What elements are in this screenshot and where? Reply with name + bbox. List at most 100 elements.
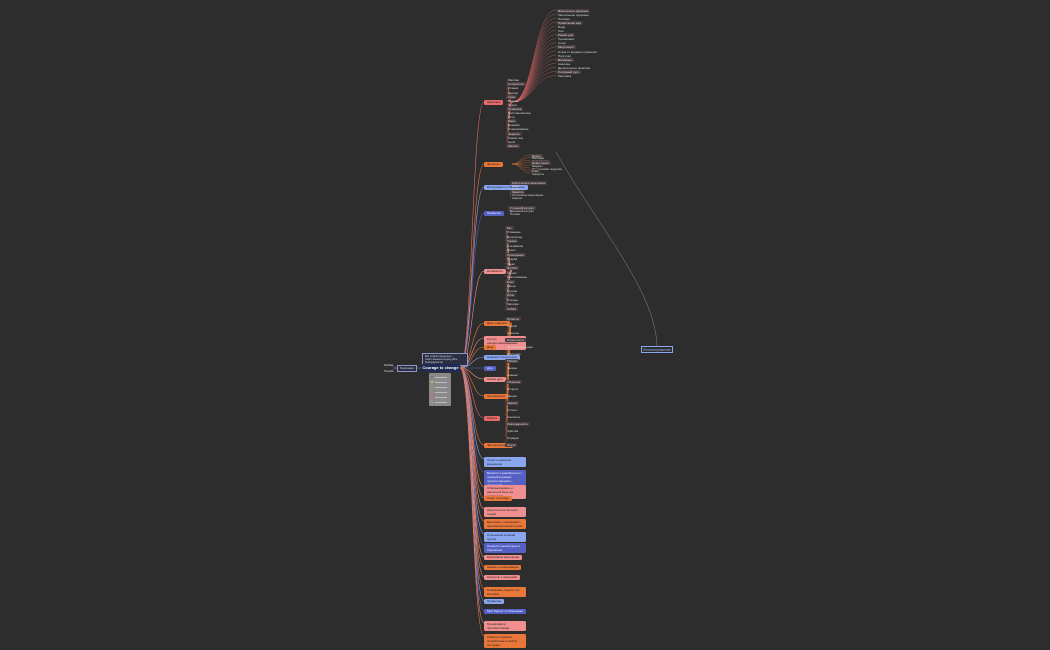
health-leaf[interactable]: Холодный душ: [556, 70, 581, 74]
branch-29[interactable]: Тренировка и противостояние: [484, 620, 526, 631]
health-leaf[interactable]: Дыхательные практики: [558, 65, 591, 70]
activity-leaf[interactable]: Туризм: [507, 288, 517, 293]
branch-5[interactable]: Активность: [484, 268, 506, 274]
mind-leaf[interactable]: Курсы: [512, 186, 521, 191]
health-leaf[interactable]: Массаж: [508, 78, 519, 83]
branch-25[interactable]: Контроль с эмоциями: [484, 574, 521, 580]
activity-leaf[interactable]: Приседания: [505, 252, 526, 257]
misc-leaf[interactable]: Заказы: [507, 365, 518, 370]
health-leaf[interactable]: Отказ от вредных привычек: [558, 49, 597, 54]
misc-leaf[interactable]: Звонки: [507, 393, 517, 398]
misc-leaf[interactable]: Задачи: [505, 400, 520, 405]
branch-20[interactable]: Выстроить отношения с противоположным по…: [484, 518, 526, 529]
health-leaf[interactable]: Проверка: [506, 106, 524, 111]
mind-leaf[interactable]: Книги: [512, 183, 520, 188]
health-leaf[interactable]: Волосы: [508, 98, 519, 103]
habit-leaf[interactable]: Вечерний ритуал: [510, 208, 534, 213]
health-leaf[interactable]: Восстановление: [508, 111, 531, 115]
branch-28[interactable]: Мой Проект по Финансам: [484, 608, 526, 614]
branch-2[interactable]: Финансы: [484, 161, 503, 167]
finance-leaf[interactable]: Расходы: [532, 156, 545, 161]
health-leaf[interactable]: Записи: [506, 143, 520, 148]
misc-leaf[interactable]: Проекты: [505, 316, 522, 321]
branch-4[interactable]: Привычки: [484, 210, 504, 216]
activity-leaf[interactable]: Плавание: [507, 230, 521, 234]
misc-leaf[interactable]: Обучение: [507, 351, 521, 356]
health-leaf[interactable]: Питание: [558, 16, 570, 21]
health-leaf[interactable]: Стоматолог: [506, 82, 527, 87]
activity-leaf[interactable]: Танцы: [507, 284, 516, 288]
activity-leaf[interactable]: Бег: [505, 225, 514, 230]
branch-8[interactable]: Дом: [484, 344, 496, 350]
activity-leaf[interactable]: Футбол: [505, 266, 520, 270]
finance-leaf[interactable]: Учет: [530, 169, 541, 174]
central-topic[interactable]: Courage to change: [421, 364, 460, 372]
health-leaf[interactable]: Вода: [558, 24, 566, 29]
branch-30[interactable]: Умение сохранять спокойствие в любой сит…: [484, 633, 526, 648]
branch-15[interactable]: Поиск и развитие мышления: [484, 456, 526, 467]
health-leaf[interactable]: Энергия: [506, 131, 522, 136]
health-leaf[interactable]: Физическое здоровье: [556, 8, 591, 13]
finance-leaf[interactable]: Доход: [530, 153, 543, 158]
health-leaf[interactable]: Кожа: [506, 94, 518, 99]
floating-topic[interactable]: Фотонапряжение: [641, 346, 673, 353]
branch-26[interactable]: Понимание людей и их мотивов: [484, 586, 526, 597]
habit-leaf[interactable]: Чтение: [510, 211, 521, 216]
activity-leaf[interactable]: Лыжи: [507, 261, 515, 266]
activity-leaf[interactable]: Турник: [505, 239, 519, 243]
finance-leaf[interactable]: Инвестиции: [530, 161, 551, 166]
health-leaf[interactable]: Тренировки: [558, 37, 575, 42]
branch-6[interactable]: Дело и Деньги: [484, 320, 511, 326]
health-leaf[interactable]: Спорт: [558, 41, 567, 46]
health-leaf[interactable]: Зрение: [508, 90, 519, 95]
misc-leaf[interactable]: Сделки: [507, 323, 518, 328]
branch-1[interactable]: Здоровье: [484, 99, 504, 105]
branch-21[interactable]: Отношения в Своей группе: [484, 531, 526, 542]
finance-leaf[interactable]: Бюджет: [532, 163, 543, 168]
branch-24[interactable]: Знание и информация: [484, 564, 522, 570]
branch-27[interactable]: Привычка: [484, 598, 504, 604]
health-leaf[interactable]: Режим сна: [508, 135, 523, 140]
misc-leaf[interactable]: Пауза: [505, 442, 518, 447]
mind-leaf[interactable]: Заметки: [510, 189, 526, 194]
branch-10[interactable]: Друг: [484, 365, 497, 371]
health-leaf[interactable]: Йога: [508, 115, 515, 120]
branch-13[interactable]: Работа: [484, 415, 500, 421]
misc-leaf[interactable]: Порядок: [507, 435, 519, 440]
branch-11[interactable]: Семья друг: [484, 376, 506, 382]
branch-14[interactable]: Эмоциональное: [484, 442, 513, 448]
health-leaf[interactable]: Цели: [508, 139, 516, 144]
activity-leaf[interactable]: Велосипед: [507, 234, 523, 239]
activity-leaf[interactable]: Ходьба: [507, 257, 518, 261]
mind-leaf[interactable]: Критическое мышление: [510, 180, 548, 185]
misc-leaf[interactable]: Встречи: [507, 386, 519, 391]
misc-leaf[interactable]: Навыки: [507, 372, 518, 377]
health-leaf[interactable]: Баня: [506, 119, 517, 124]
left-leaf-1[interactable]: Мойка: [384, 363, 393, 367]
activity-leaf[interactable]: Скалолазание: [507, 275, 528, 279]
left-leaf-2[interactable]: Пахать: [384, 369, 394, 373]
health-leaf[interactable]: Режим дня: [556, 33, 576, 38]
activity-leaf[interactable]: Зарядка: [507, 302, 519, 306]
branch-23[interactable]: Креативное мышление: [484, 554, 523, 560]
health-leaf[interactable]: Планирование: [508, 127, 529, 132]
habit-leaf[interactable]: Утренний ритуал: [508, 205, 536, 210]
branch-9[interactable]: Навыки и Технологии: [484, 354, 520, 360]
misc-leaf[interactable]: Клиенты: [507, 330, 520, 335]
finance-leaf[interactable]: Финансовая подушка: [532, 166, 562, 171]
branch-18[interactable]: Спорт на Улице: [484, 495, 512, 501]
health-leaf[interactable]: Медитация: [556, 45, 576, 50]
activity-leaf[interactable]: Теннис: [507, 270, 517, 275]
mind-leaf[interactable]: Анализ: [512, 195, 523, 200]
health-leaf[interactable]: Отдых: [508, 102, 518, 107]
health-leaf[interactable]: Сон: [558, 29, 564, 33]
health-leaf[interactable]: Растяжка: [558, 74, 572, 79]
mind-leaf[interactable]: Системное мышление: [512, 192, 544, 197]
health-leaf[interactable]: Правильная еда: [556, 20, 583, 25]
misc-leaf[interactable]: Отчеты: [507, 407, 518, 412]
misc-leaf[interactable]: Контакты: [507, 414, 520, 419]
left-topic-realization[interactable]: Реализация: [397, 365, 417, 372]
activity-leaf[interactable]: Походы: [507, 297, 518, 302]
misc-leaf[interactable]: Уборка: [505, 358, 519, 363]
branch-3[interactable]: Инструменты и Мышление: [484, 184, 528, 190]
